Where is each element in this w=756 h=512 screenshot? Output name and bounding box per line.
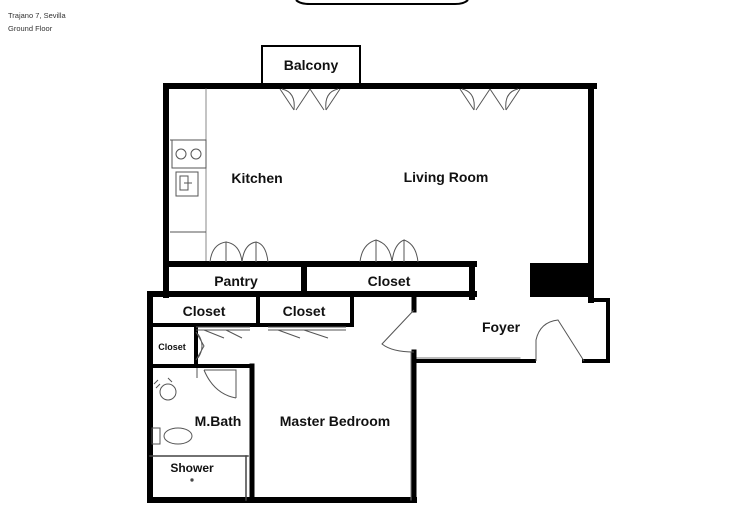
shower-drain-icon [190,478,194,482]
room-label-closet-right: Closet [283,303,326,319]
room-label-closet-left: Closet [183,303,226,319]
room-label-balcony: Balcony [284,57,339,73]
room-label-closet-small: Closet [158,342,186,352]
room-label-closet-main: Closet [368,273,411,289]
kitchen-sink-icon [175,171,199,197]
doors [195,88,585,399]
bath-sink-icon [159,383,177,401]
room-label-kitchen: Kitchen [231,170,282,186]
room-label-shower: Shower [170,461,214,475]
room-label-master-bedroom: Master Bedroom [280,413,390,429]
room-label-pantry: Pantry [214,273,258,289]
room-label-master-bath: M.Bath [195,413,242,429]
plan-address: Trajano 7, Sevilla [8,11,66,20]
fixtures [151,139,207,482]
top-tab-outline [295,0,469,5]
room-label-living-room: Living Room [404,169,489,185]
walls [147,45,610,503]
toilet-icon [163,427,193,445]
plan-floor-label: Ground Floor [8,24,53,33]
fireplace [530,263,592,297]
room-label-foyer: Foyer [482,319,521,335]
